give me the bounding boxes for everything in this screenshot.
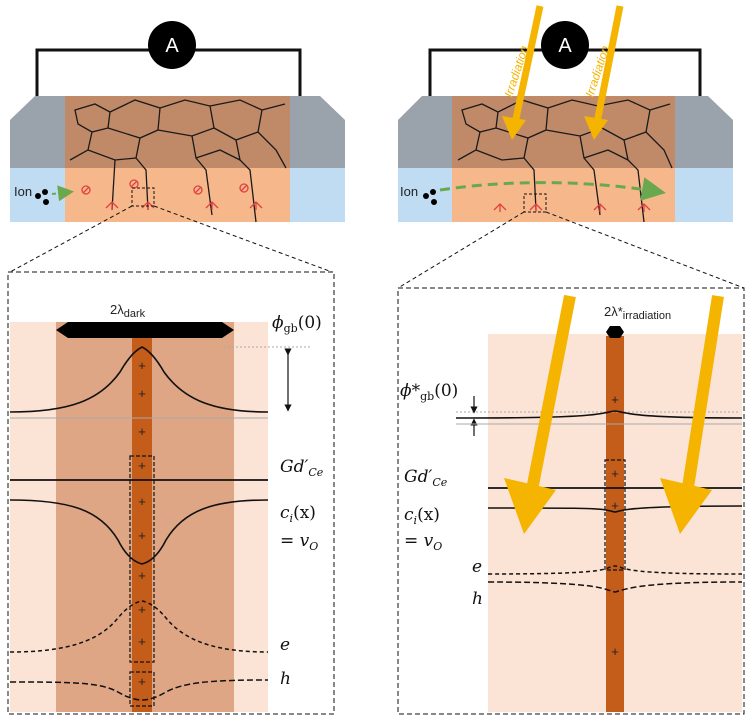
right-ammeter <box>541 21 589 69</box>
left-ci-label: ci(x) <box>280 503 316 525</box>
left-repel-marks <box>81 179 263 210</box>
right-repel-marks <box>493 203 651 212</box>
right-ion-dot <box>431 199 437 205</box>
left-plus: + <box>138 386 146 401</box>
right-lambda-bar <box>606 326 624 338</box>
right-h-label: h <box>472 589 483 609</box>
right-plus-signs: + + + + <box>611 392 619 659</box>
right-ion-label: Ion <box>400 184 418 199</box>
right-ion-path <box>439 177 666 201</box>
right-grain-boundary <box>606 336 624 712</box>
right-grain-network <box>457 99 673 223</box>
right-e-label: e <box>472 557 482 577</box>
right-ammeter-label: A <box>558 35 572 57</box>
right-h-curve <box>487 581 743 593</box>
left-gb-box <box>129 671 155 707</box>
right-device: A Ion <box>397 5 745 289</box>
left-grain-network <box>69 99 287 223</box>
right-gb-box <box>604 459 626 571</box>
right-phi-label: ϕ*gb(0) <box>400 381 458 403</box>
right-lambda-label: 2λ*irradiation <box>604 304 671 322</box>
left-zoom-line <box>153 205 333 273</box>
left-ion-label: Ion <box>14 184 32 199</box>
left-plus: + <box>138 494 146 509</box>
right-zoom-line <box>545 211 745 289</box>
left-grain-boundary <box>132 322 152 712</box>
left-ion-dot <box>35 193 41 199</box>
right-ci-label: ci(x) <box>404 505 440 527</box>
right-electrode-a-top <box>398 96 452 170</box>
left-plus: + <box>138 568 146 583</box>
left-e-curve <box>9 600 269 653</box>
right-panel-irradiation <box>504 294 724 534</box>
left-zoom-source <box>131 187 155 207</box>
left-panel: 2λdark ϕgb(0) Gd′Ce ci(x) = vO e h <box>7 271 335 715</box>
left-h-label: h <box>280 669 291 689</box>
right-potential-curve <box>455 410 743 419</box>
left-gb-box <box>129 455 155 663</box>
right-vo-label: = vO <box>404 531 442 553</box>
left-ion-dot <box>42 189 48 195</box>
right-film-side <box>452 168 675 222</box>
right-ion-dot <box>430 189 436 195</box>
right-plus: + <box>611 644 619 659</box>
left-lambda-bar <box>56 322 234 338</box>
left-plus: + <box>138 528 146 543</box>
left-h-curve <box>9 679 269 701</box>
right-electrode-b-top <box>675 96 733 170</box>
left-electrode-a-top <box>10 96 65 170</box>
left-plus-signs: + + + + + + + + + + <box>138 358 146 689</box>
right-ci-curve <box>487 505 743 513</box>
left-electrode-b-top <box>290 96 345 170</box>
left-ion-dot <box>43 199 49 205</box>
left-lambda-label: 2λdark <box>110 302 146 320</box>
left-electrode-b-side <box>290 168 345 222</box>
right-panel: 2λ*irradiation ϕ*gb(0) Gd′Ce ci(x) = vO … <box>397 287 745 715</box>
left-plus: + <box>138 602 146 617</box>
left-potential-curve <box>9 346 269 413</box>
left-ammeter <box>148 21 196 69</box>
right-gd-label: Gd′Ce <box>404 467 448 489</box>
right-zoom-source <box>523 193 547 213</box>
left-phi-label: ϕgb(0) <box>272 313 322 335</box>
left-plus: + <box>138 674 146 689</box>
left-film-side <box>65 168 290 222</box>
right-e-curve <box>487 565 743 575</box>
left-vo-label: = vO <box>280 531 318 553</box>
left-ammeter-label: A <box>165 35 179 57</box>
left-plus: + <box>138 424 146 439</box>
right-electrode-b-side <box>675 168 733 222</box>
left-plus: + <box>138 634 146 649</box>
left-ion-path <box>51 185 74 202</box>
left-gd-label: Gd′Ce <box>280 457 324 479</box>
right-plus: + <box>611 466 619 481</box>
left-plus: + <box>138 358 146 373</box>
left-zoom-line <box>9 205 133 273</box>
right-device-irradiation <box>502 5 624 140</box>
right-ion-dot <box>423 193 429 199</box>
left-e-label: e <box>280 635 290 655</box>
right-plus: + <box>611 498 619 513</box>
left-plus: + <box>138 458 146 473</box>
left-ci-curve <box>9 499 269 565</box>
right-zoom-line <box>397 211 525 289</box>
right-plus: + <box>611 392 619 407</box>
left-device: A <box>9 21 345 273</box>
